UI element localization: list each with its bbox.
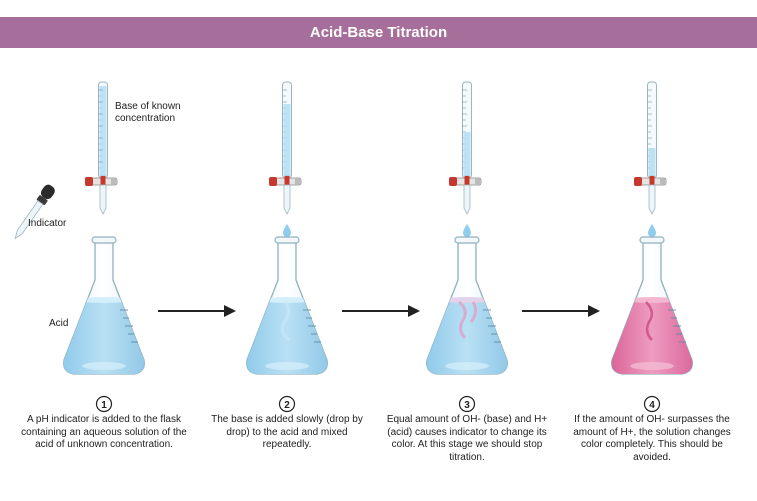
drop-3 [463,224,471,237]
step-1-caption: A pH indicator is added to the flask con… [21,414,187,450]
arrow-1 [157,304,237,318]
indicator-dropper [14,184,55,240]
step-4-caption: If the amount of OH- surpasses the amoun… [573,414,731,463]
step-circle-3 [458,395,476,413]
step-2-caption: The base is added slowly (drop by drop) … [211,414,363,450]
base-label: Base of known concentration [115,101,181,124]
step-circle-4 [643,395,661,413]
burette-2 [268,81,302,215]
burette-1 [84,81,118,215]
flask-3 [426,236,508,375]
indicator-label: Indicator [28,218,67,229]
title-bar: Acid-Base Titration [0,17,757,48]
step-number-3: 3 [464,400,470,411]
step-number-2: 2 [284,400,290,411]
drop-4 [648,224,656,237]
drop-2 [283,224,291,237]
step-circle-2 [278,395,296,413]
arrow-3 [521,304,601,318]
step-number-circles: 1 2 3 4 [95,395,661,413]
burette-3 [448,81,482,215]
arrow-2 [341,304,421,318]
step-2-illustration [246,81,328,375]
step-number-4: 4 [649,400,655,411]
page-title: Acid-Base Titration [309,24,448,41]
burette-4 [633,81,667,215]
flask-1 [63,236,145,375]
step-circle-1 [95,395,113,413]
step-1-illustration [14,81,145,375]
flask-4 [611,236,693,375]
step-3-caption: Equal amount of OH- (base) and H+ (acid)… [386,414,548,463]
flask-2 [246,236,328,375]
step-number-1: 1 [101,400,107,411]
step-3-illustration [426,81,508,375]
acid-label: Acid [49,318,69,329]
step-4-illustration [611,81,693,375]
